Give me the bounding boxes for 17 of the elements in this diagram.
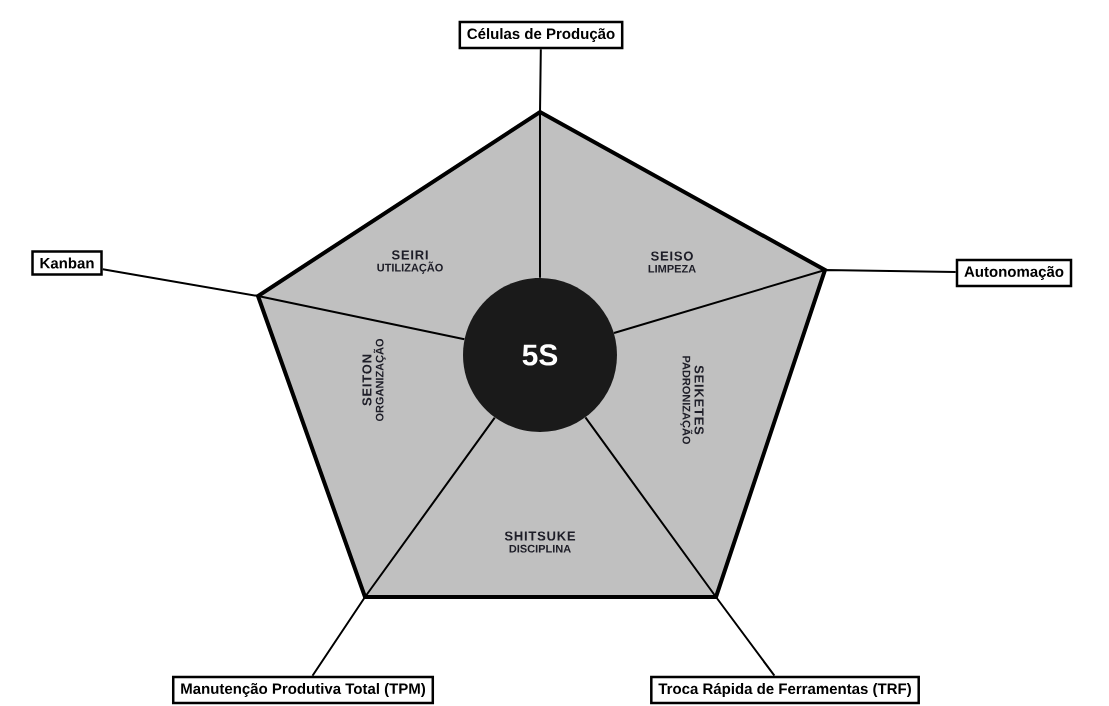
connector-line [584,416,776,677]
label-box: Manutenção Produtiva Total (TPM) [172,675,435,705]
connector-line [101,268,466,341]
node-label: SEISO [650,251,693,261]
node-label: SEIRI [391,250,428,260]
node-label: PADRONIZAÇÃO [680,356,693,445]
label-box: Troca Rápida de Ferramentas (TRF) [650,675,920,705]
connector-line [613,269,957,334]
label-box: Kanban [31,250,103,276]
node-label: UTILIZAÇÃO [377,261,443,274]
node-label: SEITON [362,354,372,406]
label-box: Células de Produção [458,20,624,50]
node-label: LIMPEZA [648,264,696,273]
connector-line [311,416,496,677]
node-label: SEIKETES [694,365,704,435]
connector-line [539,48,542,279]
label-box: Autonomação [955,258,1073,288]
